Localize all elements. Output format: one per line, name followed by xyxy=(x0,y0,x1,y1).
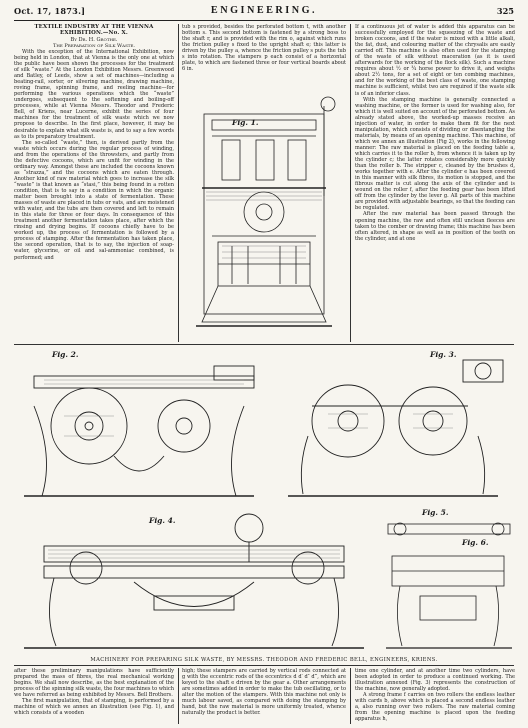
detail-drawing-5 xyxy=(387,522,511,536)
paragraph: With the exception of the International … xyxy=(14,48,174,140)
bottom-column-2: high; these stampers are carried by vert… xyxy=(182,668,346,716)
column-divider xyxy=(350,668,351,724)
paragraph: tub s provided, besides the perforated b… xyxy=(182,24,346,73)
column-divider xyxy=(178,24,179,342)
paragraph: With the stamping machine is generally c… xyxy=(355,96,515,212)
column-divider xyxy=(350,24,351,342)
detail-drawing-6 xyxy=(386,555,512,649)
paragraph: The first manipulation, that of stamping… xyxy=(14,698,174,717)
figure-6-detail: Fig. 6. xyxy=(380,538,518,654)
paragraph: high; these stampers are carried by vert… xyxy=(182,668,346,717)
figure-6-label: Fig. 6. xyxy=(462,538,489,547)
figure-3-combing-machine: Fig. 3. xyxy=(268,346,518,506)
figure-2-label: Fig. 2. xyxy=(52,350,79,359)
paragraph: The so-called “waste,” then, is derived … xyxy=(14,139,174,261)
article-column-3: If a continuous jet of water is added th… xyxy=(355,24,515,242)
figure-4-label: Fig. 4. xyxy=(149,516,176,525)
bottom-column-3: time one cylinder, and at another time t… xyxy=(355,668,515,722)
paragraph: A strong frame f carries on two rollers … xyxy=(355,692,515,723)
bottom-column-1: after these preliminary manipulations ha… xyxy=(14,668,174,716)
column-divider xyxy=(178,668,179,724)
figure-5-label: Fig. 5. xyxy=(422,508,449,517)
figure-1-label: Fig. 1. xyxy=(232,118,259,127)
stamping-machine-drawing xyxy=(196,96,336,327)
article-subheading: The Preparation of Silk Waste. xyxy=(53,42,135,49)
figure-4-drawing-machine: Fig. 4. xyxy=(14,506,374,654)
figure-caption: MACHINERY FOR PREPARING SILK WASTE, BY M… xyxy=(90,657,438,663)
issue-date: Oct. 17, 1873.] xyxy=(14,6,86,16)
paragraph: If a continuous jet of water is added th… xyxy=(355,24,515,97)
page-header: Oct. 17, 1873.] ENGINEERING. 325 xyxy=(14,5,514,20)
article-column-1: TEXTILE INDUSTRY AT THE VIENNA EXHIBITIO… xyxy=(14,24,174,261)
opening-machine-drawing xyxy=(24,365,255,497)
header-rule xyxy=(14,20,514,21)
paragraph: time one cylinder, and at another time t… xyxy=(355,668,515,693)
figures-top-rule xyxy=(14,344,514,345)
figure-3-label: Fig. 3. xyxy=(430,350,457,359)
page-number: 325 xyxy=(496,6,514,16)
figure-1-stamping-machine: Fig. 1. xyxy=(182,76,346,342)
article-byline: By Dr. H. Grothe. xyxy=(70,36,118,43)
journal-title: ENGINEERING. xyxy=(210,5,318,16)
figure-5-detail: Fig. 5. xyxy=(380,506,518,546)
caption-rule xyxy=(14,665,514,666)
article-heading: TEXTILE INDUSTRY AT THE VIENNA EXHIBITIO… xyxy=(34,24,154,37)
article-column-2: tub s provided, besides the perforated b… xyxy=(182,24,346,72)
paragraph: After the raw material has been passed t… xyxy=(355,211,515,242)
figure-2-opening-machine: Fig. 2. xyxy=(14,346,264,506)
combing-machine-drawing xyxy=(288,359,504,497)
paragraph: after these preliminary manipulations ha… xyxy=(14,668,174,699)
drawing-machine-drawing xyxy=(24,513,364,649)
